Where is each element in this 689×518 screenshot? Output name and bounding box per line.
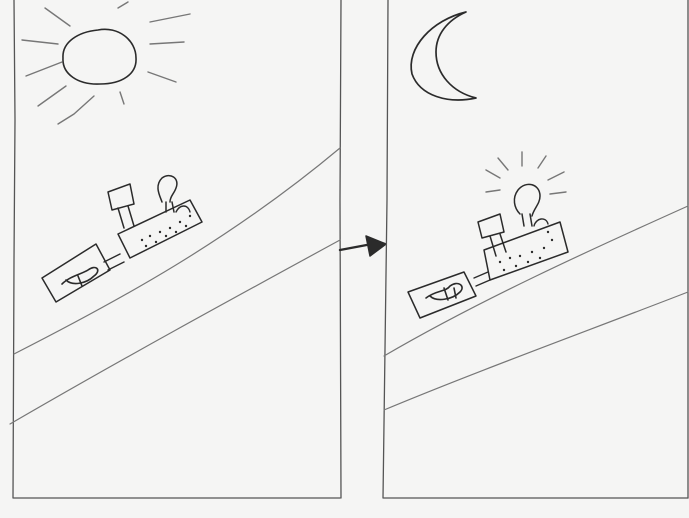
night-bulb-on-icon xyxy=(513,183,541,227)
moon-icon xyxy=(410,11,477,101)
light-rays-icon xyxy=(485,151,567,195)
day-panel xyxy=(9,0,342,499)
day-device xyxy=(41,174,203,303)
night-road-upper-line xyxy=(383,205,689,357)
day-bulb-base-icon xyxy=(175,205,191,213)
day-connector-icon xyxy=(103,253,125,271)
night-panel-frame xyxy=(382,0,689,499)
day-sensor-icon xyxy=(107,183,135,229)
day-card-symbol-icon xyxy=(61,266,99,287)
day-card-icon xyxy=(41,243,111,303)
night-sensor-icon xyxy=(477,213,507,257)
night-road-lower-line xyxy=(383,291,689,411)
night-board-dots xyxy=(498,230,554,272)
day-board-dots xyxy=(140,214,192,248)
day-panel-frame xyxy=(12,0,341,499)
night-card-symbol-icon xyxy=(425,282,463,301)
night-panel xyxy=(382,0,689,499)
sun-icon xyxy=(21,1,191,125)
arrow-right-icon xyxy=(338,235,387,257)
night-bulb-base-icon xyxy=(533,218,549,227)
day-bulb-off-icon xyxy=(157,174,178,213)
night-device xyxy=(407,151,569,319)
day-road-lower-line xyxy=(9,239,341,425)
day-panel-divider xyxy=(339,0,342,499)
night-connector-icon xyxy=(473,271,491,287)
night-card-icon xyxy=(407,271,477,319)
day-road-upper-line xyxy=(13,147,341,355)
night-board-icon xyxy=(483,221,569,281)
